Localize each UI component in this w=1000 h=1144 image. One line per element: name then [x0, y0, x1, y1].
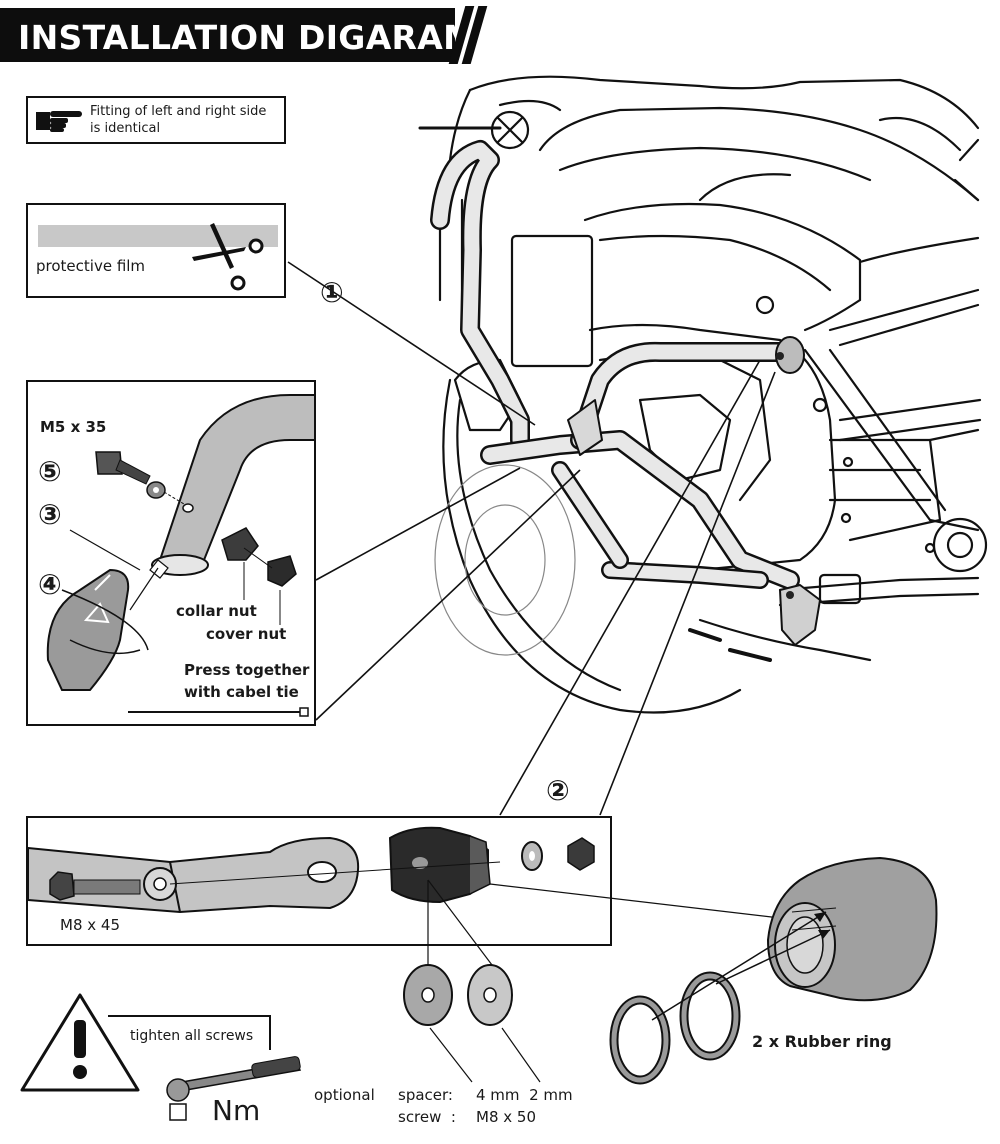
leader-lines: [287, 261, 776, 816]
step-1-marker: ①: [320, 276, 344, 309]
protective-film-box: protective film: [26, 203, 286, 298]
scissors-icon: [192, 223, 264, 291]
rubber-ring-label: 2 x Rubber ring: [752, 1032, 892, 1051]
screw-label: screw :: [398, 1108, 456, 1126]
warning-icon: [20, 993, 140, 1092]
pointing-hand-icon: [36, 111, 82, 132]
title-banner: INSTALLATION DIGARAM: [0, 8, 476, 62]
step-5-marker: ⑤: [38, 455, 62, 488]
optional-spacers: [403, 879, 541, 1083]
tighten-callout-frame: [108, 1015, 271, 1050]
motorcycle-outline: [418, 75, 988, 714]
note-box: Fitting of left and right side is identi…: [26, 96, 286, 144]
screw-value: M8 x 50: [476, 1108, 536, 1126]
step-2-marker: ②: [546, 774, 570, 807]
collar-nut-label: collar nut: [176, 602, 257, 620]
cover-nut-label: cover nut: [206, 625, 287, 643]
step-4-marker: ④: [38, 568, 62, 601]
torque-unit-label: Nm: [212, 1094, 261, 1127]
press-together-label: Press together: [184, 661, 310, 679]
cable-tie-label: with cabel tie: [184, 683, 299, 701]
rubber-slider-part: [489, 856, 938, 1085]
crash-bar: [430, 140, 821, 646]
slider-detail: [28, 826, 595, 914]
tighten-screws-label: tighten all screws: [130, 1028, 254, 1044]
tube-end-detail: [46, 394, 314, 717]
torque-wrench-icon: [166, 1056, 302, 1121]
m5-bolt-label: M5 x 35: [40, 418, 107, 436]
spacer-values: 4 mm 2 mm: [476, 1086, 573, 1104]
note-line-1: Fitting of left and right side: [90, 104, 267, 119]
optional-label: optional: [314, 1086, 375, 1104]
note-line-2: is identical: [90, 121, 161, 136]
spacer-label: spacer:: [398, 1086, 453, 1104]
m8-bolt-label: M8 x 45: [60, 916, 120, 934]
step-3-marker: ③: [38, 498, 62, 531]
protective-film-label: protective film: [36, 257, 146, 275]
diagram-title: INSTALLATION DIGARAM: [18, 18, 477, 57]
